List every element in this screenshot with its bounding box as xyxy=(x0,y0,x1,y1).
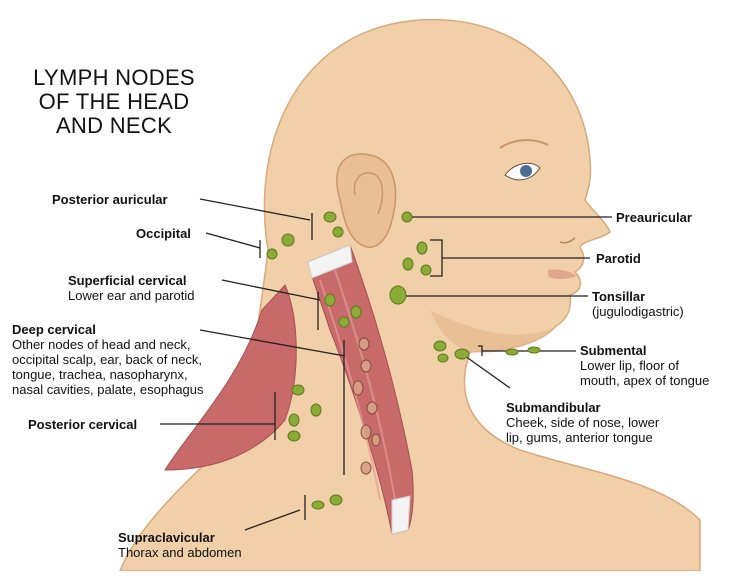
line-submandibular xyxy=(464,355,511,389)
node-posterior-cervical xyxy=(287,430,301,442)
node-deep-cervical xyxy=(371,433,381,447)
label-occipital: Occipital xyxy=(136,226,191,241)
node-parotid xyxy=(420,264,432,276)
label-desc: mouth, apex of tongue xyxy=(580,373,710,388)
label-supraclavicular: Supraclavicular Thorax and abdomen xyxy=(118,530,242,560)
line-supraclavicular xyxy=(244,495,306,531)
label-name: Deep cervical xyxy=(12,322,96,337)
label-name: Parotid xyxy=(596,251,641,266)
title-line: OF THE HEAD xyxy=(38,89,190,114)
label-desc: Thorax and abdomen xyxy=(118,545,242,560)
line-posterior-auricular xyxy=(199,198,313,240)
node-supraclavicular xyxy=(311,500,325,510)
label-desc: nasal cavities, palate, esophagus xyxy=(12,382,204,397)
node-deep-cervical xyxy=(352,380,364,396)
label-name: Posterior cervical xyxy=(28,417,138,432)
label-submandibular: Submandibular Cheek, side of nose, lower… xyxy=(506,400,659,445)
line-occipital xyxy=(205,232,261,258)
label-tonsillar: Tonsillar (jugulodigastric) xyxy=(592,289,684,319)
lymph-nodes xyxy=(266,211,541,510)
node-posterior-cervical xyxy=(291,384,305,396)
node-parotid xyxy=(416,241,428,255)
node-posterior-auricular xyxy=(323,211,337,223)
iris xyxy=(520,165,532,177)
title-line: AND NECK xyxy=(55,113,173,138)
label-desc: Other nodes of head and neck, xyxy=(12,337,191,352)
node-tonsillar xyxy=(389,285,407,305)
label-name: Superficial cervical xyxy=(68,273,187,288)
node-superficial-cervical xyxy=(338,316,350,328)
node-parotid xyxy=(402,257,414,271)
deep-cervical-nodes xyxy=(352,337,381,475)
label-name: Occipital xyxy=(136,226,191,241)
node-preauricular xyxy=(401,211,413,223)
label-name: Preauricular xyxy=(616,210,692,225)
diagram-title: LYMPH NODES OF THE HEAD AND NECK xyxy=(24,66,204,138)
line-parotid xyxy=(430,239,590,277)
node-superficial-cervical xyxy=(350,305,362,319)
label-name: Submental xyxy=(580,343,647,358)
label-name: Posterior auricular xyxy=(52,192,168,207)
label-desc: Lower lip, floor of xyxy=(580,358,679,373)
sternal-tendon xyxy=(391,495,411,535)
ear xyxy=(336,153,397,248)
node-deep-cervical xyxy=(360,461,372,475)
node-submental xyxy=(527,346,541,354)
jaw-shading xyxy=(430,310,556,353)
label-name: Tonsillar xyxy=(592,289,646,304)
node-deep-cervical xyxy=(360,424,372,440)
label-desc: tongue, trachea, nasopharynx, xyxy=(12,367,188,382)
label-parotid: Parotid xyxy=(596,251,641,266)
node-superficial-cervical xyxy=(324,293,336,307)
label-name: Supraclavicular xyxy=(118,530,215,545)
nostril xyxy=(559,237,576,244)
node-submental xyxy=(505,348,519,356)
label-desc: Lower ear and parotid xyxy=(68,288,195,303)
node-posterior-cervical xyxy=(310,403,322,417)
label-superficial-cervical: Superficial cervical Lower ear and parot… xyxy=(68,273,194,303)
node-submental xyxy=(437,353,449,363)
node-occipital xyxy=(281,233,295,247)
label-desc: lip, gums, anterior tongue xyxy=(506,430,653,445)
line-posterior-cervical xyxy=(160,392,276,440)
label-posterior-auricular: Posterior auricular xyxy=(52,192,168,207)
ear-inner xyxy=(353,172,384,215)
node-posterior-auricular xyxy=(332,226,344,238)
label-desc: occipital scalp, ear, back of neck, xyxy=(12,352,203,367)
label-desc: (jugulodigastric) xyxy=(592,304,684,319)
line-superficial-cervical xyxy=(221,279,321,330)
label-name: Submandibular xyxy=(506,400,601,415)
lips xyxy=(548,269,576,279)
node-submental xyxy=(433,340,447,352)
node-occipital xyxy=(266,248,278,260)
label-posterior-cervical: Posterior cervical xyxy=(28,417,137,432)
label-desc: Cheek, side of nose, lower xyxy=(506,415,660,430)
line-deep-cervical xyxy=(199,329,346,475)
label-submental: Submental Lower lip, floor of mouth, ape… xyxy=(580,343,709,388)
title-line: LYMPH NODES xyxy=(33,65,195,90)
node-deep-cervical xyxy=(360,359,372,373)
node-submental xyxy=(454,348,470,360)
node-deep-cervical xyxy=(366,401,378,415)
eyebrow xyxy=(499,139,549,149)
node-supraclavicular xyxy=(329,494,343,506)
node-posterior-cervical xyxy=(288,413,300,427)
node-deep-cervical xyxy=(358,337,370,351)
mastoid-tendon xyxy=(307,244,353,279)
label-preauricular: Preauricular xyxy=(616,210,692,225)
leader-lines xyxy=(160,198,612,531)
label-deep-cervical: Deep cervical Other nodes of head and ne… xyxy=(12,322,204,397)
